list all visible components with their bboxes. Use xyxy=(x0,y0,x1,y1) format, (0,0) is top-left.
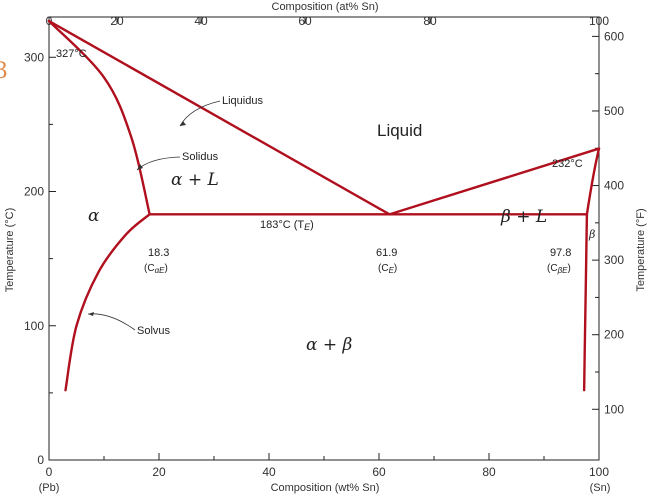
bottom-axis-tick-label: 40 xyxy=(262,465,276,479)
pb-end-label: (Pb) xyxy=(39,482,60,494)
solidus-line xyxy=(47,19,601,216)
right-axis-tick-label: 300 xyxy=(604,253,624,267)
top-axis-tick-label: 20 xyxy=(110,14,124,28)
left-axis-tick-label: 200 xyxy=(24,185,44,199)
alpha-plus-beta-region-label: α + β xyxy=(306,335,353,355)
right-axis-tick-label: 400 xyxy=(604,179,624,193)
c-e-label: (CE) xyxy=(378,263,397,275)
solidus-arrowhead xyxy=(137,164,143,170)
alpha-region-label: α xyxy=(88,206,100,226)
left-axis-tick-label: 100 xyxy=(24,319,44,333)
right-axis-tick-label: 100 xyxy=(604,402,624,416)
sn-end-label: (Sn) xyxy=(590,482,611,494)
right-axis-title: Temperature (°F) xyxy=(635,208,647,291)
solidus-label: Solidus xyxy=(182,151,219,163)
beta-solvus-line xyxy=(582,213,589,392)
liquidus-line xyxy=(47,19,601,216)
liquidus-label: Liquidus xyxy=(222,95,263,107)
liquidus-arrowhead xyxy=(180,121,186,126)
bottom-axis-title: Composition (wt% Sn) xyxy=(271,482,380,494)
solidus-leader xyxy=(136,156,181,171)
c-beta-e-value: 97.8 xyxy=(550,247,571,259)
solvus-arrowhead xyxy=(88,312,94,316)
beta-phase-small-label: β xyxy=(588,228,595,241)
eutectic-temperature-label: 183°C (TE) xyxy=(260,219,314,232)
left-axis-title: Temperature (°C) xyxy=(4,208,16,292)
c-alpha-e-label: (CαE) xyxy=(144,263,168,275)
solvus-line xyxy=(64,213,151,392)
beta-plus-liquid-region-label: β + L xyxy=(500,207,547,227)
solvus-label: Solvus xyxy=(137,325,171,337)
right-axis-tick-label: 500 xyxy=(604,104,624,118)
top-axis-tick-label: 80 xyxy=(423,14,437,28)
top-axis-tick-label: 60 xyxy=(298,14,312,28)
left-axis-tick-label: 300 xyxy=(24,50,44,64)
axis-ticks xyxy=(48,17,600,461)
pb-melting-point-label: 327°C xyxy=(56,48,87,60)
right-axis-tick-label: 600 xyxy=(604,29,624,43)
plot-frame xyxy=(48,16,600,461)
alpha-plus-liquid-region-label: α + L xyxy=(171,170,219,190)
bottom-axis-tick-label: 0 xyxy=(46,465,53,479)
bottom-axis-tick-label: 100 xyxy=(589,465,609,479)
liquid-region-label: Liquid xyxy=(377,121,422,140)
c-e-value: 61.9 xyxy=(376,247,397,259)
left-axis-tick-label: 0 xyxy=(37,453,44,467)
bottom-axis-tick-label: 20 xyxy=(152,465,166,479)
bottom-axis-tick-label: 60 xyxy=(372,465,386,479)
bottom-axis-tick-label: 80 xyxy=(482,465,496,479)
right-axis-tick-label: 200 xyxy=(604,328,624,342)
figure-number: 3 xyxy=(0,59,8,84)
top-axis-tick-label: 40 xyxy=(194,14,208,28)
phase-boundaries xyxy=(47,19,601,392)
solvus-leader xyxy=(87,313,136,331)
c-beta-e-label: (CβE) xyxy=(547,263,571,275)
top-axis-title: Composition (at% Sn) xyxy=(272,1,379,13)
c-alpha-e-value: 18.3 xyxy=(148,247,169,259)
sn-melting-point-label: 232°C xyxy=(552,158,583,170)
